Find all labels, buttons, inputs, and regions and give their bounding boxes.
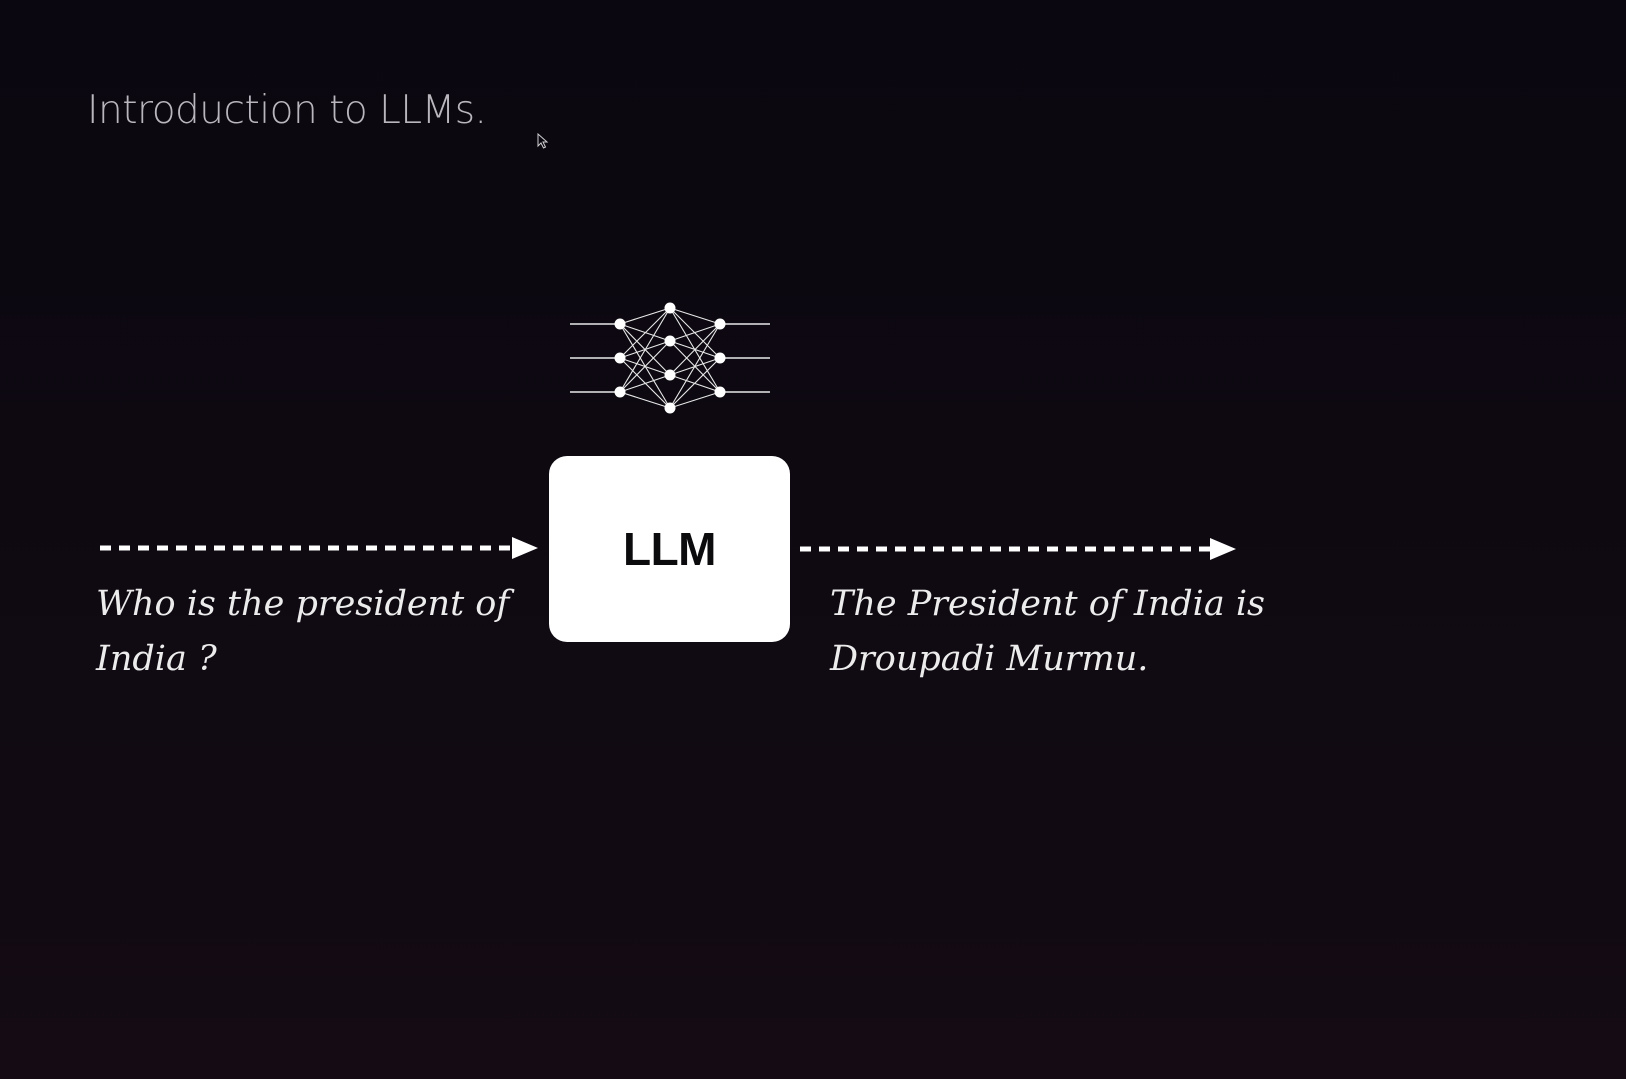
slide-title: Introduction to LLMs.: [87, 88, 487, 133]
input-prompt: Who is the president of India ?: [96, 577, 509, 687]
input-arrow: [100, 537, 538, 559]
neural-network-icon: [570, 302, 770, 414]
output-response-line: Droupadi Murmu.: [830, 639, 1149, 679]
output-arrow: [800, 538, 1236, 560]
llm-box: LLM: [549, 456, 790, 642]
llm-label: LLM: [622, 523, 717, 575]
output-response: The President of India is Droupadi Murmu…: [830, 577, 1265, 687]
mouse-cursor-icon: [537, 133, 549, 149]
input-prompt-line: India ?: [96, 639, 217, 679]
output-response-line: The President of India is: [830, 584, 1265, 624]
input-prompt-line: Who is the president of: [96, 584, 510, 624]
